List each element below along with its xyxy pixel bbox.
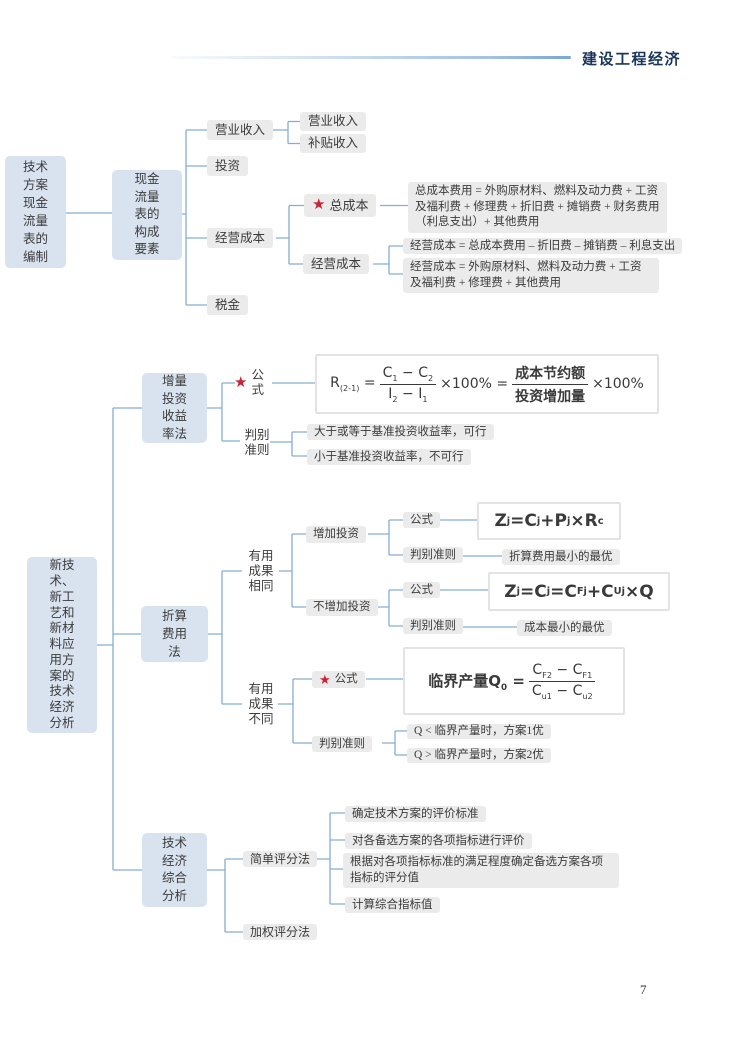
node-total-cost: ★ 总成本 (304, 194, 377, 217)
page-title: 建设工程经济 (582, 51, 682, 68)
node-add-investment: 增加投资 (306, 526, 366, 543)
formula-operating-cost-1: 经营成本 = 总成本费用 – 折旧费 – 摊销费 – 利息支出 (403, 238, 683, 254)
node-revenue-subsidy: 补贴收入 (300, 134, 367, 153)
node-scoring-step-3: 根据对各项指标标准的满足程度确定备选方案各项指标的评分值 (343, 853, 619, 888)
node-investment: 投资 (207, 156, 249, 176)
label-diff-result: 有用 成果 不同 (248, 682, 274, 726)
node-cashflow-root: 技术 方案 现金 流量 表的 编制 (5, 156, 66, 268)
node-operating-cost-child: 经营成本 (303, 254, 370, 274)
label-roi-formula: ★ 公 式 (234, 367, 264, 399)
formula-roi-numerator2: 成本节约额 (512, 363, 589, 385)
label-add-formula: 公式 (403, 512, 440, 528)
star-icon: ★ (312, 197, 326, 213)
connectors-conversion-branch (208, 519, 517, 756)
formula-incremental-roi: R(2-1) = C1 − C2 I2 − I1 ×100% = 成本节约额 投… (315, 354, 659, 414)
node-roi-criterion-feasible: 大于或等于基准投资收益率，可行 (307, 424, 494, 440)
formula-roi-mid: ×100% = (440, 376, 509, 392)
node-revenue-operating: 营业收入 (300, 112, 367, 131)
node-scoring-step-4: 计算综合指标值 (345, 897, 440, 913)
connectors-comprehensive-branch (207, 812, 345, 933)
formula-critical-prefix: 临界产量Q0 = (428, 671, 525, 693)
node-conversion-method: 折算 费用 法 (141, 606, 208, 662)
connectors-main-trunk (97, 407, 142, 871)
label-same-result: 有用 成果 相同 (248, 549, 274, 593)
roi-formula-label: 公 式 (251, 368, 264, 397)
node-revenue: 营业收入 (207, 120, 274, 140)
connectors-roi-branch (207, 382, 315, 457)
label-add-criteria: 判别准则 (403, 547, 463, 563)
node-diff-criterion-2: Q > 临界产量时，方案2优 (407, 748, 551, 763)
node-incremental-roi-method: 增量 投资 收益 率法 (142, 373, 207, 443)
node-scoring-step-1: 确定技术方案的评价标准 (345, 806, 486, 822)
node-add-criterion: 折算费用最小的最优 (502, 549, 620, 565)
formula-operating-cost-2: 经营成本 = 外购原材料、燃料及动力费 + 工资及福利费 + 修理费 + 其他费… (403, 258, 659, 293)
formula-critical-numerator: CF2 − CF1 (529, 662, 596, 682)
node-scoring-step-2: 对各备选方案的各项指标进行评价 (345, 833, 532, 849)
formula-critical-denominator: Cu1 − Cu2 (531, 682, 593, 701)
star-icon: ★ (319, 672, 331, 687)
formula-roi-fraction2: 成本节约额 投资增加量 (512, 363, 589, 406)
node-diff-formula: ★ 公式 (312, 671, 365, 688)
total-cost-label: 总成本 (329, 198, 369, 213)
diff-formula-label: 公式 (334, 673, 358, 685)
formula-roi-fraction1: C1 − C2 I2 − I1 (379, 365, 437, 404)
formula-roi-numerator1: C1 − C2 (379, 365, 437, 385)
connectors-cashflow-section (66, 120, 408, 306)
formula-critical-fraction: CF2 − CF1 Cu1 − Cu2 (529, 662, 596, 701)
formula-total-cost: 总成本费用 = 外购原材料、燃料及动力费 + 工资及福利费 + 修理费 + 折旧… (408, 182, 667, 233)
formula-roi-suffix: ×100% (592, 376, 644, 392)
node-tax: 税金 (207, 295, 249, 315)
star-icon: ★ (234, 374, 248, 391)
page-number: 7 (640, 982, 647, 997)
node-roi-criterion-infeasible: 小于基准投资收益率，不可行 (307, 449, 471, 465)
node-no-add-criterion: 成本最小的最优 (517, 620, 612, 636)
node-analysis-root: 新技 术、 新工 艺和 新材 料应 用方 案的 技术 经济 分析 (27, 557, 97, 733)
label-no-add-formula: 公式 (403, 582, 440, 598)
node-comprehensive-analysis: 技术 经济 综合 分析 (142, 833, 207, 907)
formula-roi-lhs: R(2-1) = (330, 375, 376, 393)
node-diff-criterion-1: Q < 临界产量时，方案1优 (407, 724, 551, 739)
formula-critical-output: 临界产量Q0 = CF2 − CF1 Cu1 − Cu2 (403, 647, 625, 715)
node-simple-scoring: 简单评分法 (243, 851, 318, 867)
node-no-add-investment: 不增加投资 (306, 599, 378, 616)
node-weighted-scoring: 加权评分法 (243, 924, 318, 940)
label-no-add-criteria: 判别准则 (403, 618, 463, 634)
node-cashflow-elements: 现金 流量 表的 构成 要素 (112, 170, 182, 260)
formula-roi-denominator2: 投资增加量 (515, 388, 586, 405)
header-rule (172, 56, 571, 59)
label-roi-criteria: 判别 准则 (244, 427, 270, 457)
node-operating-cost: 经营成本 (207, 228, 274, 248)
label-diff-criteria: 判别准则 (312, 736, 372, 752)
formula-roi-denominator1: I2 − I1 (388, 385, 428, 404)
